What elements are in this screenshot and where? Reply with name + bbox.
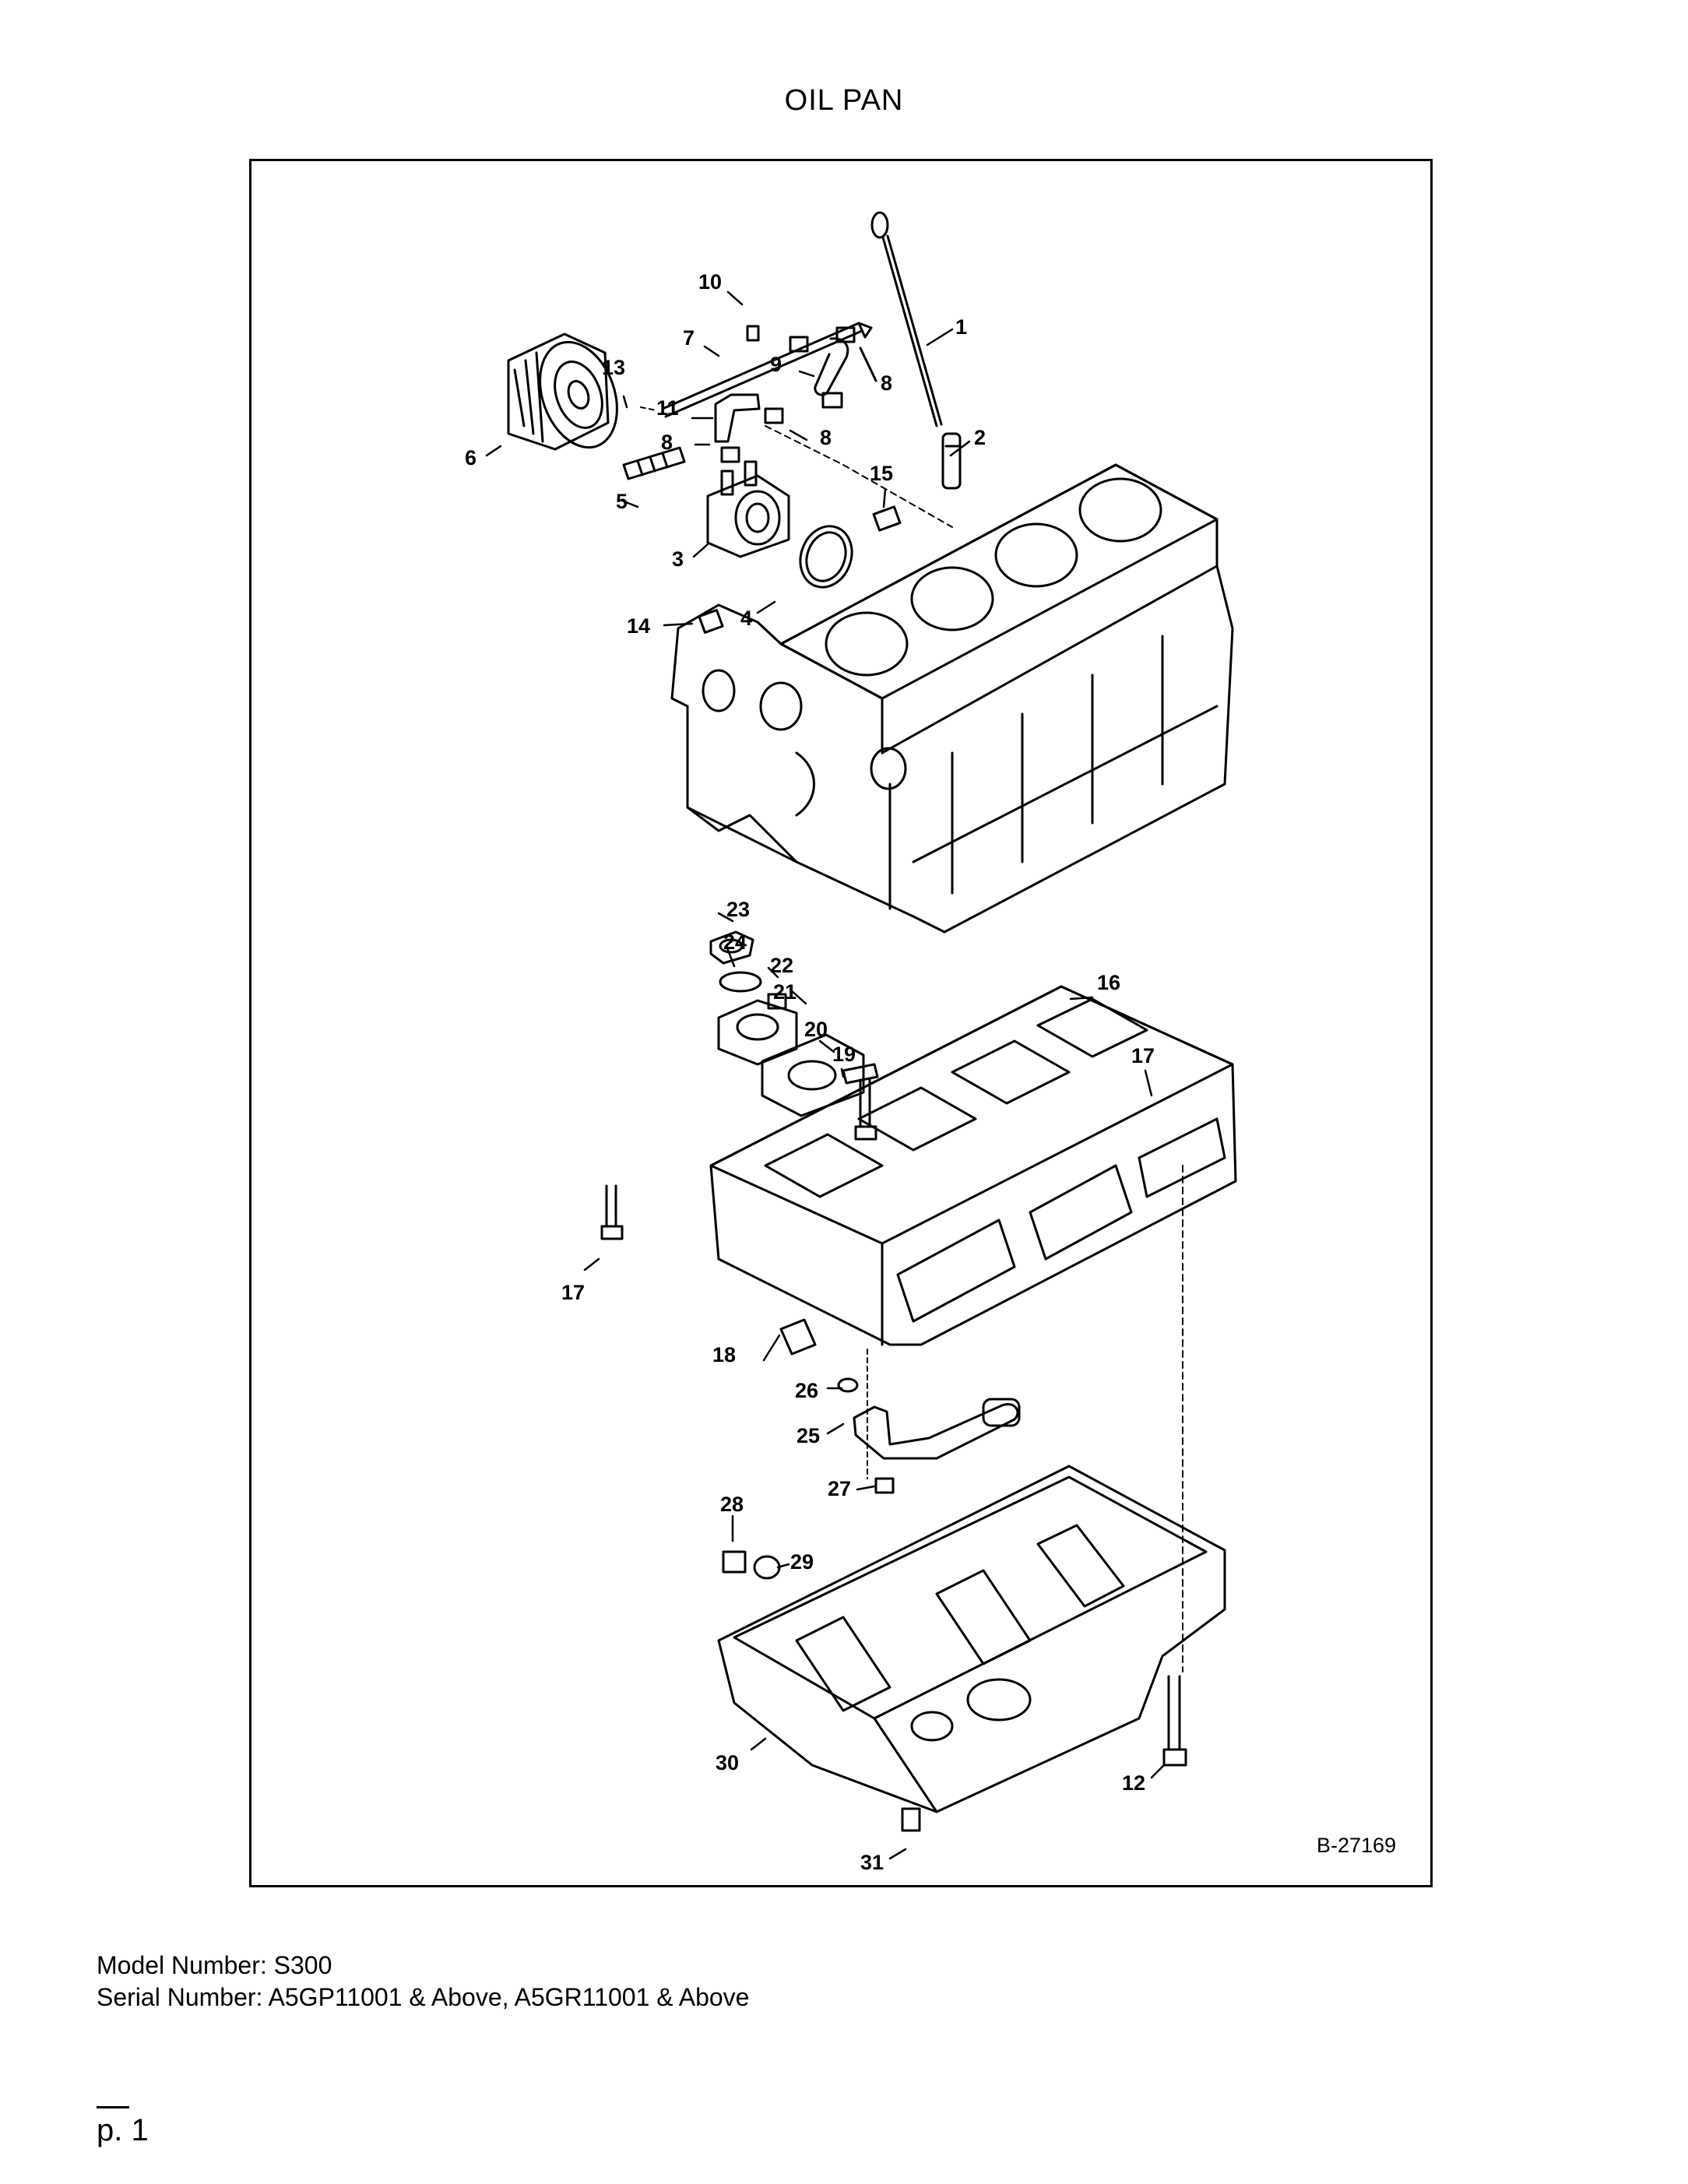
callout-label: 2 [974, 426, 986, 449]
dipstick [870, 211, 943, 427]
serial-number: Serial Number: A5GP11001 & Above, A5GR11… [97, 1983, 750, 2011]
model-info: Model Number: S300 Serial Number: A5GP11… [97, 1950, 749, 2013]
bolt-31 [901, 1807, 921, 1832]
callout-label: 28 [720, 1493, 744, 1516]
nut-22 [767, 993, 787, 1010]
callout-label: 5 [616, 490, 628, 513]
callout-label: 15 [870, 462, 893, 485]
callout-label: 9 [770, 353, 782, 376]
callout-label: 8 [661, 431, 673, 454]
callout-label: 13 [602, 356, 625, 379]
callout-label: 11 [656, 396, 679, 420]
leader-lines [485, 290, 1166, 1860]
callout-label: 16 [1097, 971, 1120, 994]
callout-label: 14 [627, 614, 650, 638]
callout-label: 24 [723, 930, 747, 954]
callout-label: 3 [672, 547, 684, 571]
callout-label: 31 [860, 1851, 884, 1874]
plug [872, 505, 902, 532]
page-rule [97, 2106, 129, 2108]
oil-elbow [714, 393, 784, 463]
callout-label: 6 [465, 446, 477, 470]
drawing-id: B-27169 [1317, 1834, 1396, 1857]
sleeve-18 [779, 1318, 817, 1356]
washer-26 [837, 1377, 859, 1393]
bolt-17b [600, 1184, 624, 1240]
drain-plug [722, 1550, 747, 1574]
o-ring [799, 525, 853, 589]
page-title: OIL PAN [784, 84, 904, 117]
oil-filter [507, 332, 618, 451]
bolt-27 [874, 1477, 895, 1494]
gasket-20 [761, 1033, 865, 1117]
oil-pan-case [709, 985, 1237, 1346]
oil-strainer [853, 1398, 1021, 1460]
cylinder-block [670, 463, 1234, 934]
callout-label: 20 [804, 1018, 828, 1041]
oil-filler-neck [717, 999, 798, 1066]
callout-label: 26 [795, 1379, 818, 1402]
hose-fitting [814, 337, 877, 409]
callout-label: 22 [770, 954, 793, 977]
model-number: Model Number: S300 [97, 1951, 332, 1979]
exploded-parts-diagram: 10 7 1 13 9 8 11 8 8 2 6 15 5 3 4 14 23 … [465, 211, 1396, 1874]
gasket-24 [719, 971, 762, 993]
stud-19 [842, 1063, 879, 1085]
callout-label: 23 [726, 898, 750, 921]
callout-label: 1 [955, 315, 967, 339]
callout-label: 25 [797, 1424, 820, 1447]
callout-label: 12 [1122, 1771, 1145, 1795]
page-number: p. 1 [97, 2113, 149, 2147]
callout-label: 8 [881, 371, 892, 395]
plug-14 [698, 609, 724, 634]
callout-label: 27 [828, 1477, 851, 1500]
oil-filler-cap [709, 930, 754, 965]
callout-label: 19 [832, 1043, 856, 1066]
callout-label: 18 [712, 1343, 736, 1366]
bolt-12 [1162, 1675, 1187, 1767]
callout-label: 17 [561, 1281, 585, 1304]
filter-nipple [622, 446, 686, 480]
drain-washer [753, 1555, 781, 1580]
oil-cooler [706, 460, 790, 558]
dipstick-guide [941, 432, 962, 490]
callout-label: 17 [1131, 1044, 1155, 1067]
oil-pan [717, 1465, 1226, 1813]
callout-label: 4 [740, 607, 752, 630]
callout-label: 29 [790, 1550, 814, 1574]
callout-label: 30 [716, 1751, 739, 1774]
callout-label: 21 [773, 980, 797, 1004]
callout-labels: 10 7 1 13 9 8 11 8 8 2 6 15 5 3 4 14 23 … [465, 270, 1396, 1874]
diagram-frame: 10 7 1 13 9 8 11 8 8 2 6 15 5 3 4 14 23 … [249, 159, 1433, 1887]
callout-label: 8 [820, 426, 832, 449]
callout-label: 10 [698, 270, 722, 294]
callout-label: 7 [683, 326, 695, 350]
bolt-17a [854, 1078, 877, 1141]
